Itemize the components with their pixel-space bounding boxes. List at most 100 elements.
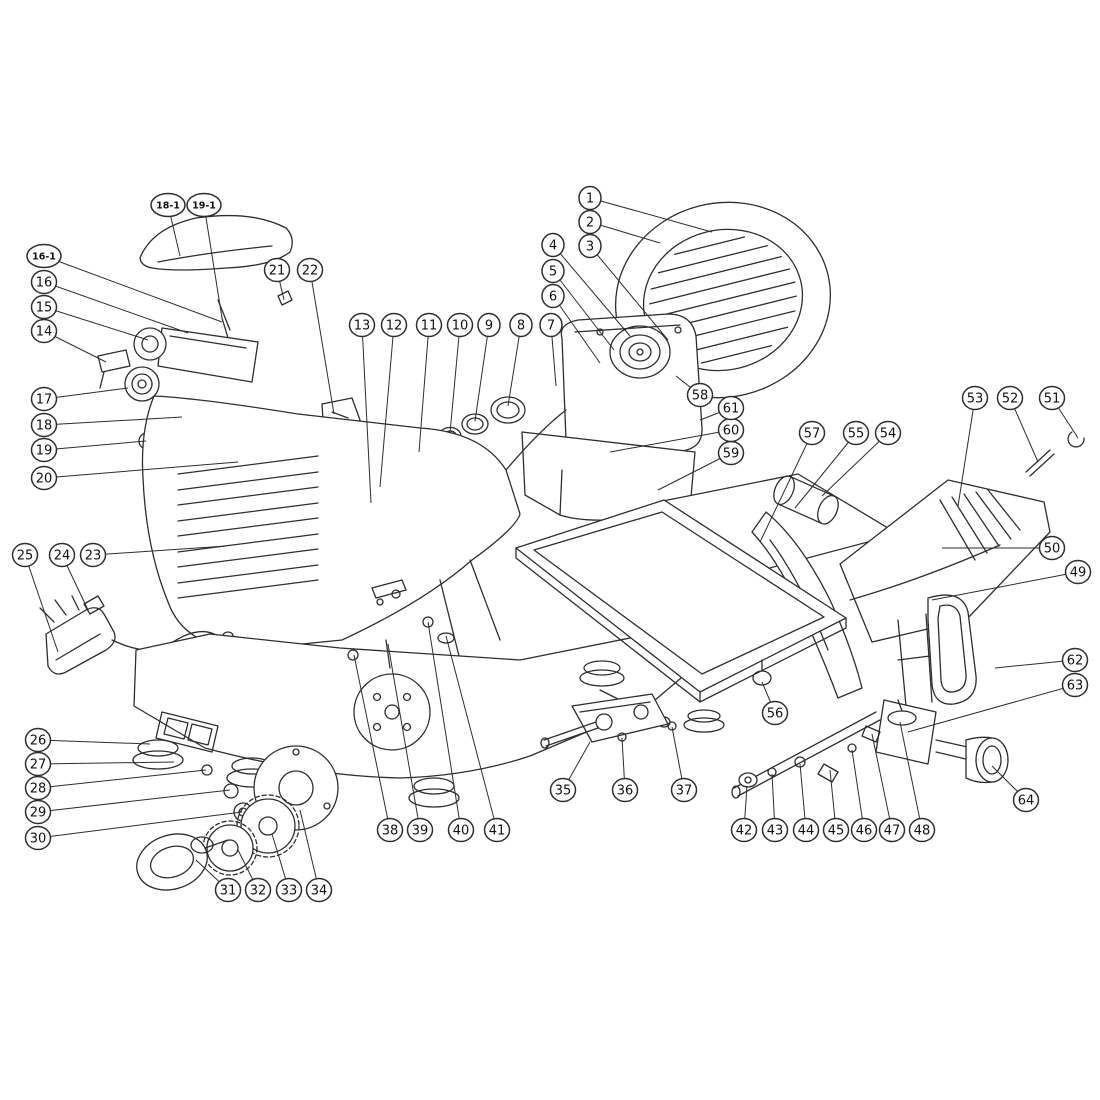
- callout-balloon: [415, 312, 443, 338]
- callout-balloon: [30, 269, 58, 295]
- callout-number: 50: [1044, 542, 1061, 557]
- callout-number: 56: [767, 707, 784, 722]
- callout-balloon: [24, 825, 52, 851]
- callout-balloon: [878, 817, 906, 843]
- callout-balloon: [578, 233, 602, 259]
- callout-number: 58: [692, 389, 709, 404]
- callout-62: 62: [1061, 647, 1089, 673]
- callout-5: 5: [541, 258, 565, 284]
- callout-55: 55: [842, 420, 870, 446]
- callout-47: 47: [878, 817, 906, 843]
- callout-9: 9: [477, 312, 501, 338]
- callout-61: 61: [717, 395, 745, 421]
- callout-balloon: [11, 542, 39, 568]
- callout-number: 39: [412, 824, 429, 839]
- callout-36: 36: [611, 777, 639, 803]
- drawing-layer: [39, 201, 1085, 891]
- leader-line-17: [43, 387, 129, 400]
- callout-16: 16: [30, 269, 58, 295]
- callout-balloon: [1061, 672, 1089, 698]
- callout-balloon: [798, 420, 826, 446]
- callout-balloon: [477, 312, 501, 338]
- callout-number: 34: [311, 884, 328, 899]
- callout-balloon: [670, 777, 698, 803]
- callout-number: 3: [586, 240, 594, 255]
- callout-51: 51: [1038, 385, 1066, 411]
- callout-22: 22: [296, 257, 324, 283]
- leader-line-63: [907, 684, 1076, 733]
- callout-number: 10: [452, 319, 469, 334]
- callout-number: 49: [1070, 566, 1087, 581]
- callout-number: 33: [281, 884, 298, 899]
- callout-20: 20: [30, 465, 58, 491]
- callout-57: 57: [798, 420, 826, 446]
- callout-balloon: [1064, 559, 1092, 585]
- leader-line-12: [379, 324, 395, 488]
- callout-25: 25: [11, 542, 39, 568]
- callout-34: 34: [305, 877, 333, 903]
- leader-line-62: [994, 659, 1076, 669]
- callout-number: 36: [617, 784, 634, 799]
- leader-line-16-1: [43, 255, 223, 323]
- callout-balloon: [686, 382, 714, 408]
- callout-12: 12: [380, 312, 408, 338]
- callout-number: 14: [36, 325, 53, 340]
- callout-balloon: [541, 283, 565, 309]
- callout-number: 47: [884, 824, 901, 839]
- leader-line-28: [37, 769, 207, 789]
- leader-line-39: [387, 643, 421, 831]
- callout-28: 28: [24, 775, 52, 801]
- callout-number: 7: [547, 319, 555, 334]
- callout-31: 31: [214, 877, 242, 903]
- callout-4: 4: [541, 232, 565, 258]
- callout-41: 41: [483, 817, 511, 843]
- leader-line-57: [759, 432, 813, 543]
- callout-number: 19-1: [192, 200, 216, 211]
- callout-number: 5: [549, 265, 557, 280]
- callout-balloon: [380, 312, 408, 338]
- callout-2: 2: [578, 209, 602, 235]
- callout-balloon: [961, 385, 989, 411]
- callout-43: 43: [761, 817, 789, 843]
- clamp-knob: [875, 699, 1009, 784]
- callout-balloon: [30, 294, 58, 320]
- callout-number: 46: [856, 824, 873, 839]
- callout-number: 28: [30, 782, 47, 797]
- leader-line-1: [589, 197, 713, 233]
- callout-number: 31: [220, 884, 237, 899]
- callout-26: 26: [24, 727, 52, 753]
- callout-number: 45: [828, 824, 845, 839]
- hub-housing: [505, 313, 703, 521]
- callout-balloon: [79, 542, 107, 568]
- leader-line-27: [37, 761, 175, 765]
- callout-10: 10: [446, 312, 474, 338]
- leader-line-5: [552, 270, 615, 351]
- callout-balloon: [578, 185, 602, 211]
- callout-number: 12: [386, 319, 403, 334]
- callout-8: 8: [509, 312, 533, 338]
- callout-balloon: [186, 192, 222, 218]
- leader-line-49: [931, 571, 1079, 601]
- callout-37: 37: [670, 777, 698, 803]
- callout-balloon: [348, 312, 376, 338]
- callout-42: 42: [730, 817, 758, 843]
- leader-line-46: [851, 749, 865, 831]
- callout-number: 61: [723, 402, 740, 417]
- callout-number: 17: [36, 393, 53, 408]
- callout-15: 15: [30, 294, 58, 320]
- callout-44: 44: [792, 817, 820, 843]
- callout-number: 57: [804, 427, 821, 442]
- callout-balloon: [1061, 647, 1089, 673]
- callout-number: 37: [676, 784, 693, 799]
- callout-13: 13: [348, 312, 376, 338]
- leader-line-6: [552, 295, 601, 364]
- callout-number: 6: [549, 290, 557, 305]
- callout-number: 22: [302, 264, 319, 279]
- callout-balloon: [549, 777, 577, 803]
- main-body: [141, 395, 521, 661]
- callout-49: 49: [1064, 559, 1092, 585]
- support-leg: [731, 699, 917, 799]
- callout-balloon: [761, 817, 789, 843]
